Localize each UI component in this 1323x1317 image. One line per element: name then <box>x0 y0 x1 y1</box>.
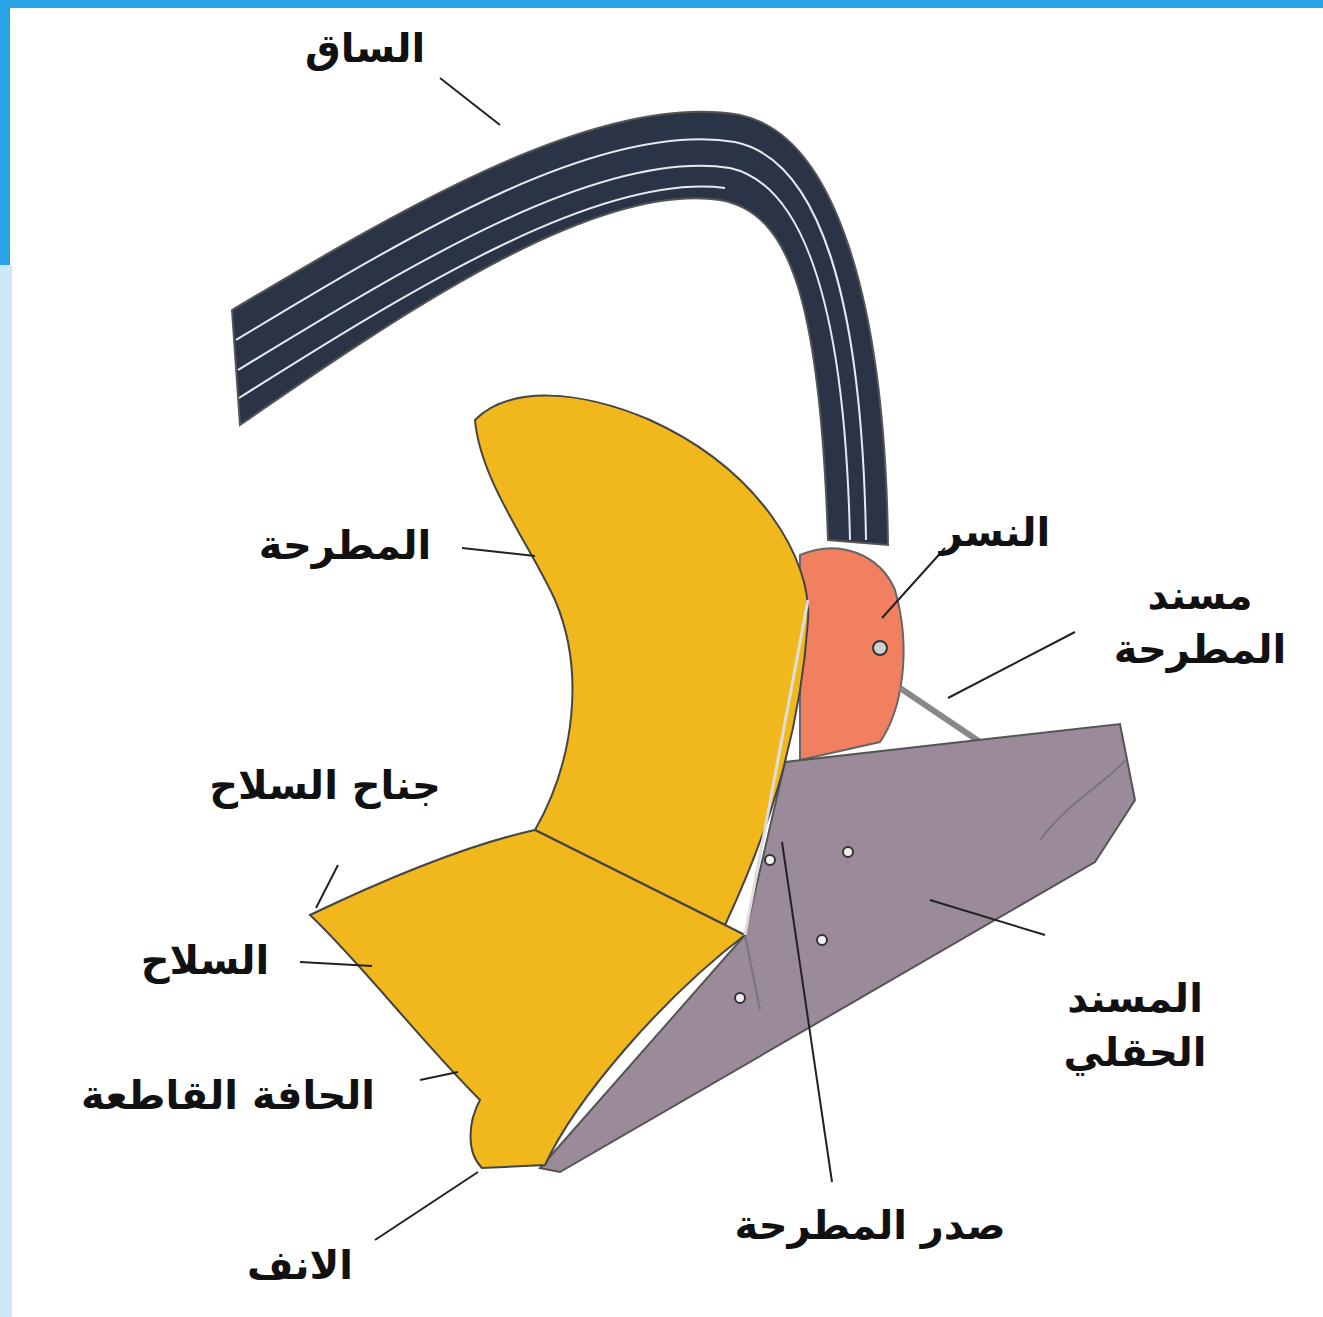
moldboard-shin <box>745 600 808 935</box>
landside-heel <box>1040 760 1125 840</box>
leader-lines <box>300 78 1075 1240</box>
part-label: الانف <box>247 1238 353 1292</box>
frog <box>800 548 904 760</box>
moldboard-brace <box>900 688 980 742</box>
part-label: مسند المطرحة <box>1093 568 1308 676</box>
share <box>310 830 745 1168</box>
part-label: المطرحة <box>259 518 431 572</box>
part-label: المسند الحقلي <box>1035 971 1235 1079</box>
bolt <box>873 641 887 655</box>
part-label: السلاح <box>141 933 270 987</box>
top-bar <box>0 0 1323 8</box>
part-label: جناح السلاح <box>209 758 441 812</box>
part-label: النسر <box>940 505 1051 559</box>
side-bar <box>0 0 10 265</box>
landside-seam <box>745 935 760 1010</box>
side-bar-light <box>0 265 12 1317</box>
part-label: الحافة القاطعة <box>81 1068 375 1122</box>
part-label: الساق <box>305 21 425 75</box>
part-label: صدر المطرحة <box>734 1198 1005 1252</box>
